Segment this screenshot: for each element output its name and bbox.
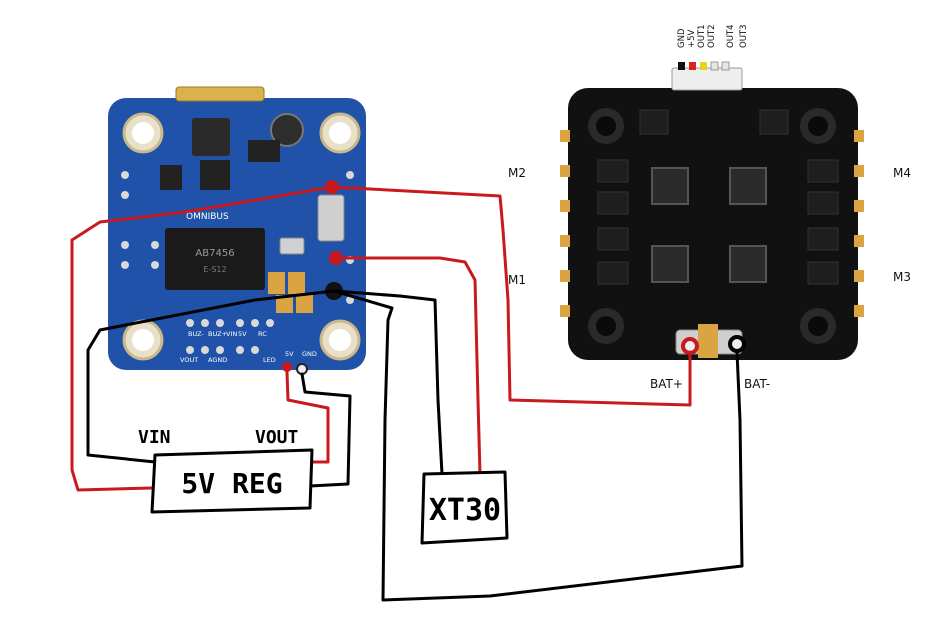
pin-label-out1: OUT1 — [697, 24, 707, 48]
wire-vbat-to-bat-plus — [330, 185, 692, 407]
regulator-vout-label: VOUT — [255, 427, 299, 448]
regulator-vin-label: VIN — [138, 427, 171, 448]
motor-label-m3: M3 — [893, 270, 911, 284]
bottom-pads — [186, 319, 274, 354]
usb-connector — [175, 86, 265, 102]
motor-label-m2: M2 — [508, 166, 526, 180]
pad-label-led: LED — [263, 356, 276, 364]
pin-label-gnd: GND — [677, 28, 687, 48]
bat-plus-label: BAT+ — [650, 377, 683, 391]
wire-vbat-to-reg-vin — [70, 185, 334, 492]
vbat-pad-1 — [268, 272, 285, 294]
pad-label-agnd: AGND — [208, 356, 227, 364]
regulator-box — [150, 448, 314, 514]
wire-fc-to-xt30-plus — [334, 256, 482, 476]
wire-reg-vout-to-fc-5v — [285, 370, 330, 464]
motor-label-m4: M4 — [893, 166, 911, 180]
pad-label-5v-out: 5V — [285, 350, 294, 358]
osd-chip — [165, 228, 265, 290]
esc-pcb — [568, 88, 858, 360]
wires — [70, 185, 744, 602]
pin-label-out2: OUT2 — [707, 24, 717, 48]
pad-label-buz-plus: BUZ+ — [208, 330, 227, 338]
wire-fc-gnd-to-reg — [86, 289, 336, 464]
motor-label-m1: M1 — [508, 273, 526, 287]
fc-gnd-pad-joint — [296, 363, 308, 375]
pin-label-5v: +5V — [687, 29, 697, 48]
pad-label-vout: VOUT — [180, 356, 198, 364]
tantalum-capacitor — [317, 194, 345, 242]
motor-pads — [560, 130, 864, 317]
inductor — [192, 118, 230, 156]
capacitor — [270, 113, 304, 147]
voltage-regulator: 5V REG VIN VOUT — [138, 427, 314, 514]
chip-text: AB7456 — [195, 248, 234, 259]
esc-mcus — [651, 167, 767, 283]
pad-label-vin: VIN — [226, 330, 237, 338]
regulator-label: 5V REG — [181, 467, 282, 500]
gnd-pad-2 — [296, 295, 313, 313]
pad-label-rc: RC — [258, 330, 267, 338]
chip-subtext: E-S12 — [203, 265, 226, 274]
wire-reg-gnd-to-fc-gnd — [300, 372, 352, 488]
wire-fc-gnd-to-xt30-minus — [332, 289, 444, 476]
esc-signal-connector — [671, 67, 743, 91]
pin-label-out4: OUT4 — [726, 24, 736, 48]
flight-controller-board: AB7456 E-S12 OMNIBUS BUZ- BUZ+ VIN VOUT … — [108, 86, 366, 375]
pin-label-out3: OUT3 — [739, 24, 749, 48]
fc-5v-joint — [282, 362, 292, 372]
pad-label-buz-minus: BUZ- — [188, 330, 204, 338]
esc-board: GND +5V OUT1 OUT2 OUT4 OUT3 — [508, 24, 911, 391]
xt30-connector: XT30 — [420, 470, 509, 545]
xt30-label: XT30 — [429, 493, 501, 528]
vbat-pad-2 — [288, 272, 305, 294]
brand-label: OMNIBUS — [186, 212, 229, 222]
xt30-box — [420, 470, 509, 545]
gnd-pad-1 — [276, 295, 293, 313]
bat-minus-joint — [728, 335, 746, 353]
pad-label-5v: 5V — [238, 330, 247, 338]
wire-fc-gnd-to-bat-minus — [332, 289, 744, 602]
bat-minus-label: BAT- — [744, 377, 770, 391]
crystal — [279, 237, 305, 255]
pad-label-gnd: GND — [302, 350, 317, 358]
